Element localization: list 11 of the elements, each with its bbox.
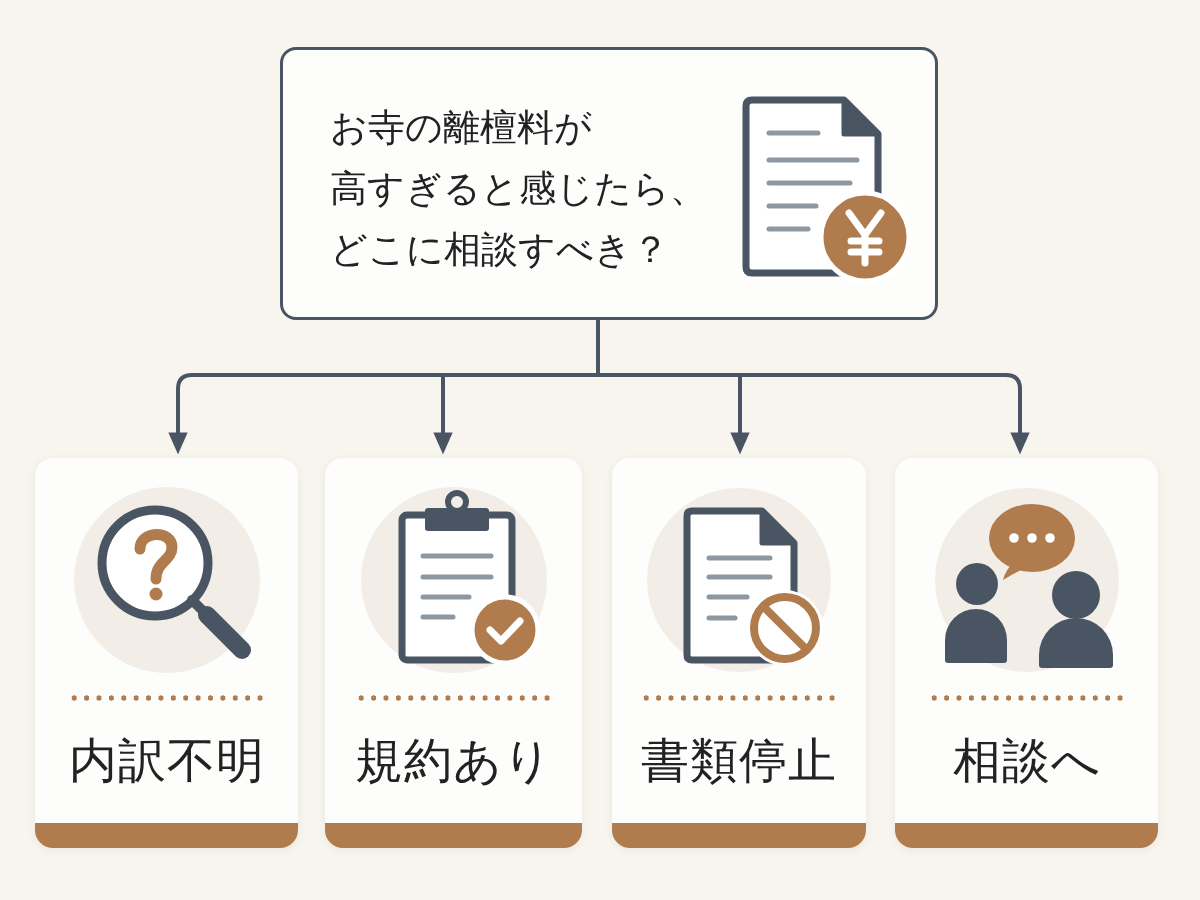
question-text: お寺の離檀料が高すぎると感じたら、どこに相談すべき？ bbox=[330, 105, 708, 273]
question-box bbox=[280, 47, 938, 320]
card-label: 相談へ bbox=[952, 731, 1101, 790]
card-label: 書類停止 bbox=[641, 731, 837, 790]
option-card bbox=[325, 458, 582, 848]
card-label: 規約あり bbox=[354, 731, 553, 790]
option-card bbox=[612, 458, 866, 848]
card-label: 内訳不明 bbox=[68, 731, 265, 790]
option-card bbox=[895, 458, 1158, 848]
option-card bbox=[35, 458, 298, 848]
arrow bbox=[596, 320, 1030, 455]
